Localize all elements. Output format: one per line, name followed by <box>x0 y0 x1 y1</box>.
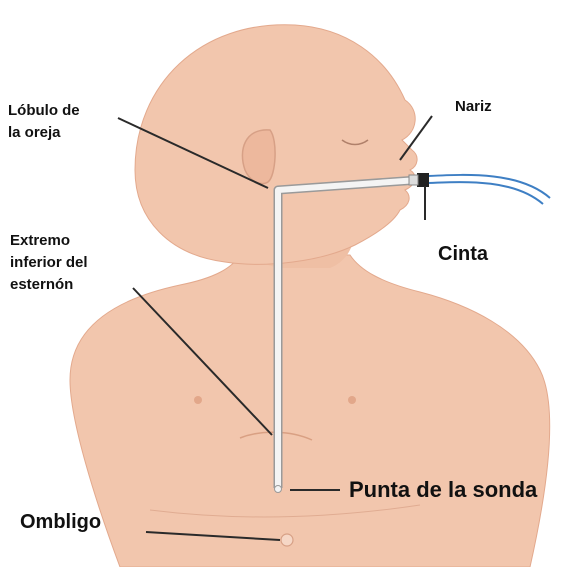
sternum-pointer <box>132 287 273 436</box>
earlobe-pointer <box>117 117 269 189</box>
navel-pointer <box>145 531 281 541</box>
infant-body <box>69 254 551 568</box>
ear-shape <box>241 129 276 185</box>
nose-pointer <box>399 115 433 161</box>
sternum-label: Extremo inferior del esternón <box>10 230 88 296</box>
blue-tube-inner <box>427 181 544 205</box>
feeding-tube-core <box>275 177 419 488</box>
navel-mark <box>280 533 294 547</box>
tube-tip <box>274 485 282 493</box>
infant-head <box>134 24 418 265</box>
tube-tip-label: Punta de la sonda <box>349 477 538 502</box>
nose-label: Nariz <box>455 98 492 115</box>
belly-fold <box>149 504 421 518</box>
nasal-tape <box>417 173 429 187</box>
sternum-label-line3: esternón <box>10 276 74 293</box>
sternum-label-line1: Extremo <box>10 232 71 249</box>
closed-eye <box>341 139 369 146</box>
tape-label: Cinta <box>438 243 488 265</box>
blue-tube-outer <box>427 173 551 199</box>
left-nipple <box>194 396 202 404</box>
earlobe-label: Lóbulo de la oreja <box>8 100 80 144</box>
right-nipple <box>348 396 356 404</box>
tube-connector <box>408 174 419 186</box>
earlobe-label-line2: la oreja <box>8 124 61 141</box>
navel-label: Ombligo <box>20 511 102 533</box>
sternum-label-line2: inferior del <box>10 254 88 271</box>
earlobe-label-line1: Lóbulo de <box>8 102 80 119</box>
